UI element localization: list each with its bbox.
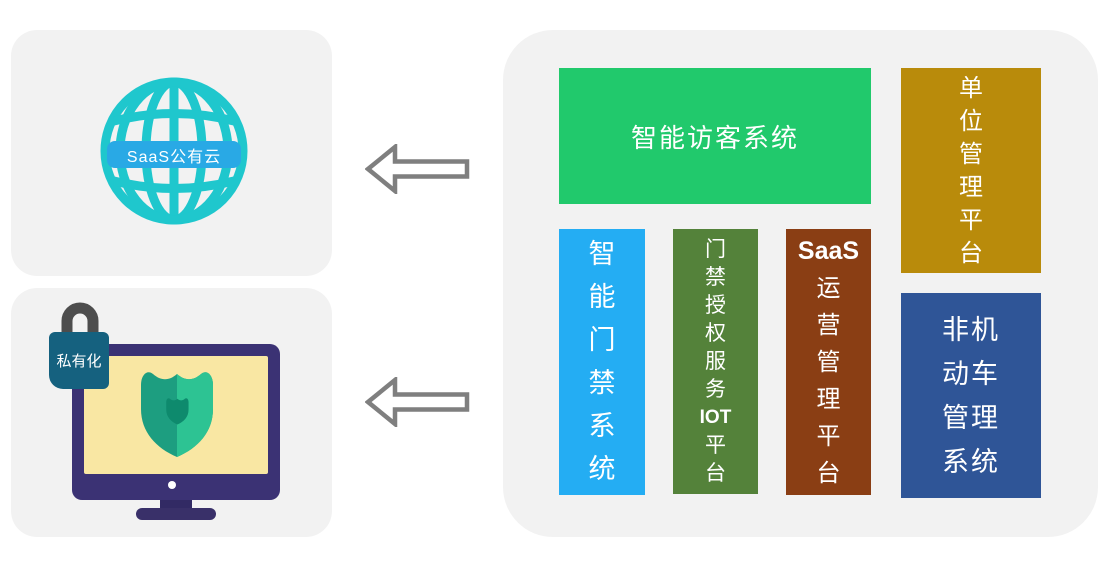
lock-shackle-icon	[61, 302, 99, 340]
shield-icon	[141, 372, 213, 457]
saas-public-cloud-label: SaaS公有云	[126, 148, 222, 166]
block-visitor-system: 智能访客系统	[559, 68, 871, 204]
private-deployment-label: 私有化	[56, 353, 102, 370]
saas-public-cloud-ribbon: SaaS公有云	[107, 141, 241, 168]
monitor-screen	[84, 356, 268, 474]
lock-icon: 私有化	[49, 332, 109, 389]
private-deployment-panel: 私有化	[11, 288, 332, 537]
monitor-power-dot	[168, 481, 176, 489]
block-non-motor-vehicle-system: 非机动车管理系统	[901, 293, 1041, 498]
block-unit-management-platform: 单位管理平台	[901, 68, 1041, 273]
monitor-icon	[72, 344, 280, 500]
left-arrow-icon-bottom	[365, 377, 470, 427]
left-arrow-icon-top	[365, 144, 470, 194]
monitor-stand-base	[136, 508, 216, 520]
public-cloud-panel: SaaS公有云	[11, 30, 332, 276]
block-access-control-system: 智能门禁系统	[559, 229, 645, 495]
visitor-system-label: 智能访客系统	[630, 122, 799, 153]
